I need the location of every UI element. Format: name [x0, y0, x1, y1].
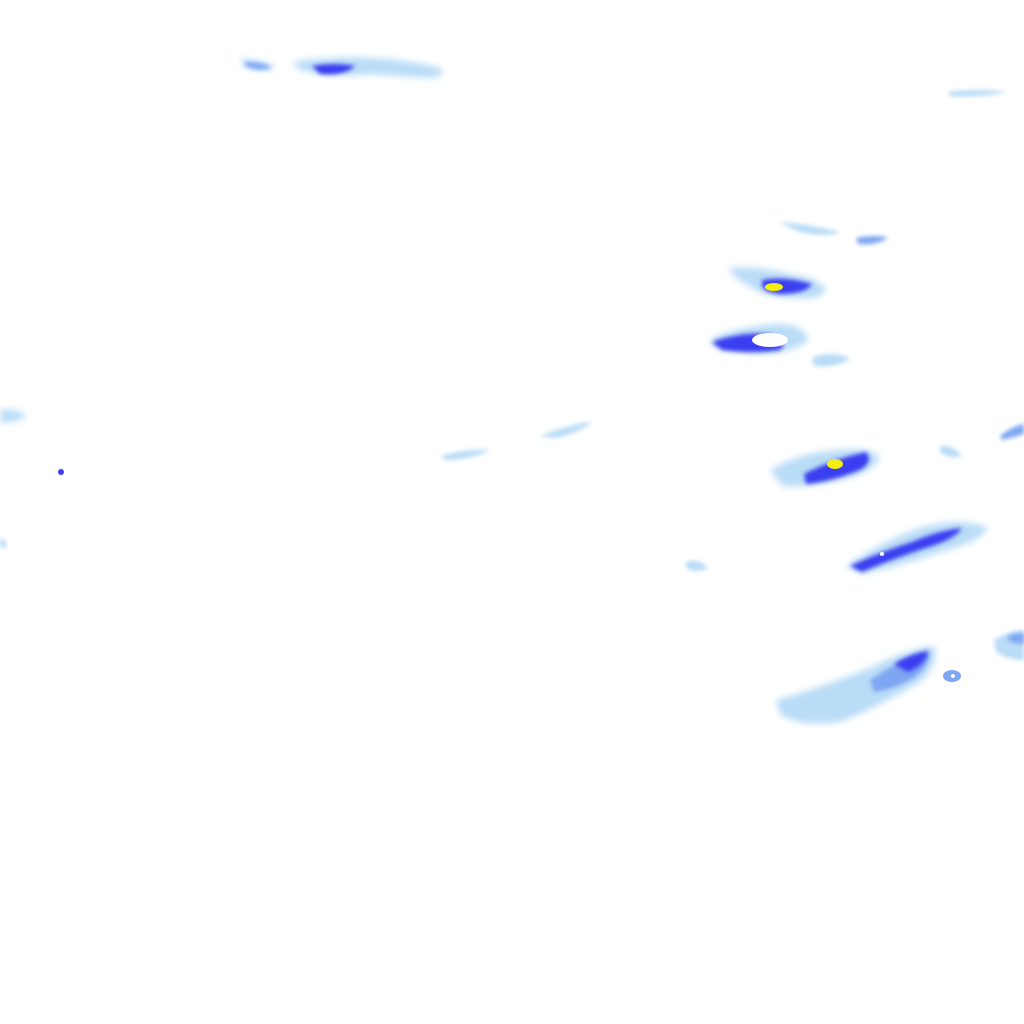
- rain-cell-southeast: [776, 630, 1024, 724]
- rain-cell-west-edge: [0, 409, 64, 548]
- rain-cell-east-1: [770, 449, 880, 487]
- rain-cell-north-2: [712, 324, 850, 367]
- rain-streak-central: [440, 422, 592, 460]
- rain-cell-ne-small: [778, 222, 888, 245]
- rain-cell-top-right: [948, 90, 1008, 97]
- rain-cell-east-edge: [940, 424, 1024, 458]
- rain-cell-north-1: [730, 267, 826, 299]
- rain-band-east-diagonal: [686, 522, 988, 574]
- rain-cell-top-band: [238, 57, 443, 78]
